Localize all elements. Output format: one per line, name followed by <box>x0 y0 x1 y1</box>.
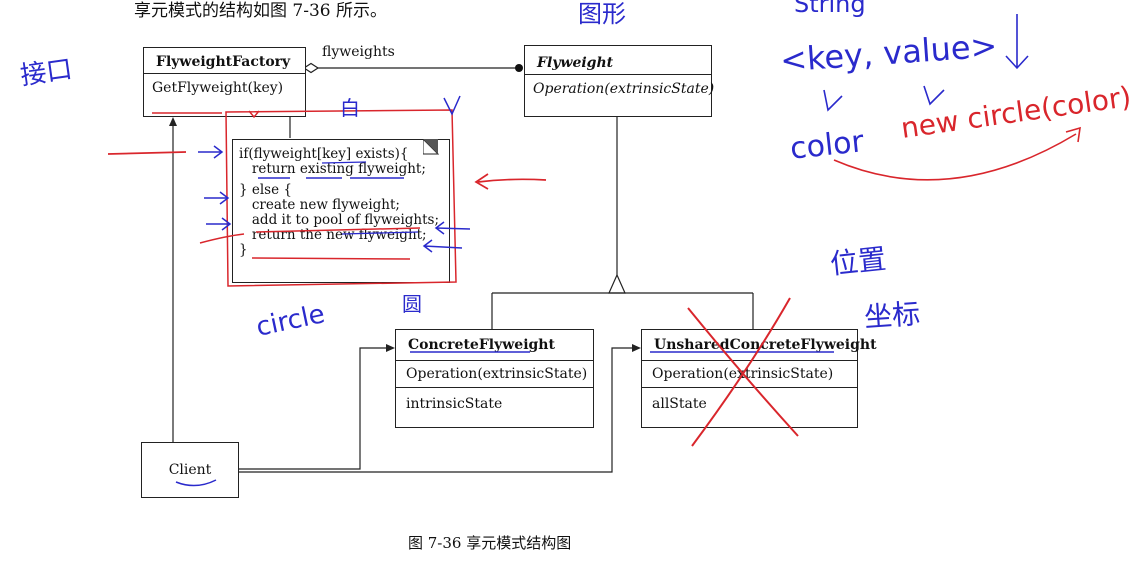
annotation-string: String <box>794 0 866 18</box>
unshared-concrete-flyweight-name: UnsharedConcreteFlyweight <box>654 337 877 353</box>
note-line: return existing flyweight; <box>239 161 426 177</box>
client-concrete-line <box>238 347 388 470</box>
flyweight-class[interactable]: Flyweight Operation(extrinsicState) <box>524 45 714 117</box>
factory-note: if(flyweight[key] exists){ return existi… <box>232 139 450 283</box>
note-folded-corner <box>423 139 439 155</box>
annotation-factory: 接口 <box>18 54 75 92</box>
note-line: add it to pool of flyweights; <box>239 212 440 228</box>
client-factory-arrow <box>169 117 177 126</box>
concrete-flyweight-class[interactable]: ConcreteFlyweight Operation(extrinsicSta… <box>395 329 594 428</box>
association-label: flyweights <box>322 44 395 60</box>
annotation-position-1: 位置 <box>828 242 888 281</box>
note-line: } else { <box>239 182 292 198</box>
flyweight-name: Flyweight <box>537 55 614 71</box>
concrete-flyweight-operation: Operation(extrinsicState) <box>396 360 593 387</box>
flyweight-factory-class[interactable]: FlyweightFactory GetFlyweight(key) <box>143 47 306 117</box>
flyweight-operation: Operation(extrinsicState) <box>525 74 714 105</box>
flyweight-factory-name: FlyweightFactory <box>156 54 291 70</box>
client-unshared-arrow <box>632 344 641 352</box>
association-dot <box>515 64 523 72</box>
note-line: if(flyweight[key] exists){ <box>239 146 409 162</box>
client-unshared-line <box>238 347 634 473</box>
annotation-yuan: 圆 <box>402 292 422 316</box>
note-line: create new flyweight; <box>239 197 400 213</box>
client-name: Client <box>168 462 212 478</box>
note-line: } <box>239 242 248 258</box>
aggregation-diamond <box>302 62 320 74</box>
annotation-top: 图形 <box>578 0 626 28</box>
unshared-concrete-flyweight-attribute: allState <box>642 387 857 420</box>
figure-caption: 图 7-36 享元模式结构图 <box>408 534 572 552</box>
annotation-position-2: 坐标 <box>863 297 922 334</box>
concrete-flyweight-name: ConcreteFlyweight <box>408 337 555 353</box>
flyweight-factory-operation: GetFlyweight(key) <box>144 73 305 103</box>
client-class[interactable]: Client <box>141 442 239 498</box>
annotation-bai: 白 <box>340 96 360 120</box>
concrete-flyweight-attribute: intrinsicState <box>396 387 593 420</box>
client-concrete-arrow <box>386 344 395 352</box>
header-text: 享元模式的结构如图 7-36 所示。 <box>134 1 387 21</box>
